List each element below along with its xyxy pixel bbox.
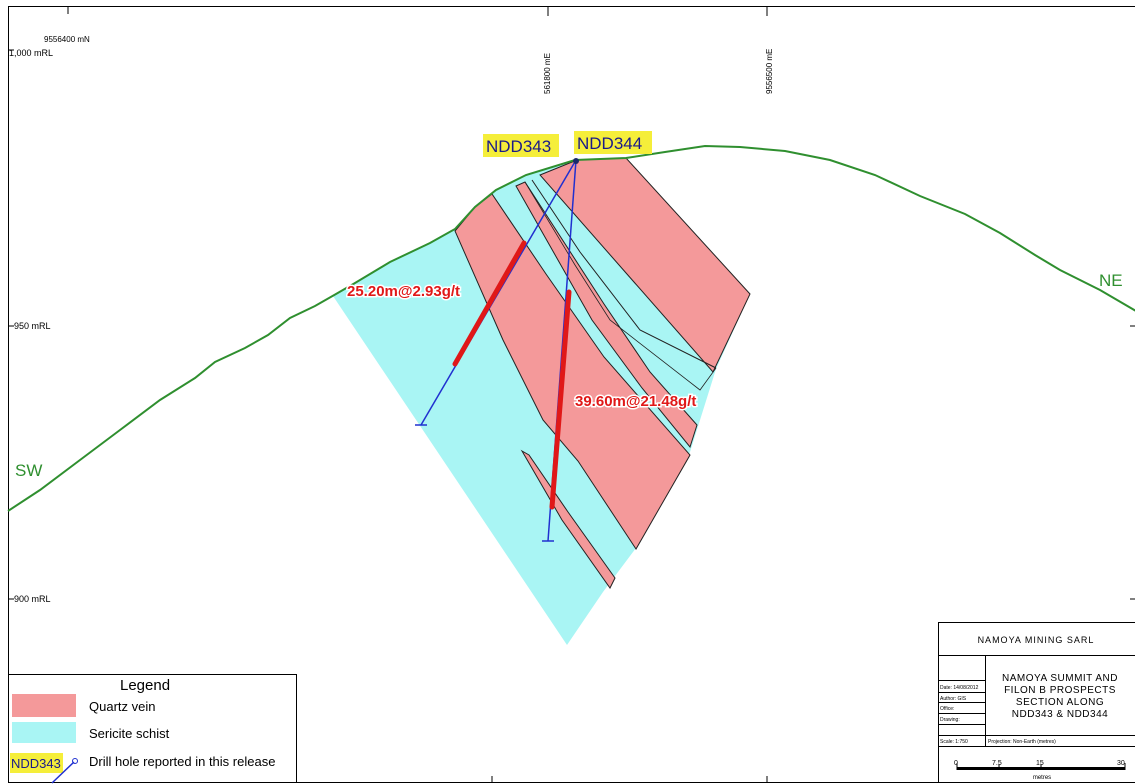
quartz-vein-stringer-2	[520, 449, 616, 589]
intercept-label-ndd344: 39.60m@21.48g/t	[575, 393, 696, 410]
legend-swatch-quartz	[12, 694, 76, 717]
legend-drill-marker	[72, 758, 78, 764]
field-office: Office:	[940, 706, 954, 712]
elevation-label-900: 900 mRL	[14, 594, 51, 604]
elevation-label-950: 950 mRL	[14, 321, 51, 331]
drill-label-ndd343: NDD343	[486, 137, 551, 156]
legend-label-schist: Sericite schist	[89, 726, 170, 741]
legend-label-quartz: Quartz vein	[89, 699, 155, 714]
legend-drill-tag-text: NDD343	[11, 756, 61, 771]
title-block: NAMOYA MINING SARL Date: 14/08/2012 Auth…	[938, 622, 1135, 783]
field-drawing: Drawing:	[940, 717, 960, 723]
scale-label-30: 30	[1117, 760, 1125, 767]
elevation-label-1000: 1,000 mRL	[9, 48, 53, 58]
title-line-1: NAMOYA SUMMIT AND	[1002, 673, 1118, 684]
collar-marker	[573, 158, 579, 164]
scale-label-15: 15	[1036, 760, 1044, 767]
legend-drill-tag	[10, 753, 63, 773]
legend-drill-line	[51, 761, 75, 784]
map-frame	[8, 6, 1135, 783]
field-projection: Projection: Non-Earth (metres)	[988, 739, 1056, 745]
scale-label-7-5: 7.5	[992, 760, 1002, 767]
scale-label-0: 0	[954, 760, 958, 767]
drill-label-ndd344: NDD344	[577, 134, 642, 153]
intercept-ndd344	[549, 289, 572, 510]
direction-label-sw: SW	[15, 461, 42, 480]
legend-title: Legend	[120, 677, 170, 694]
contact-line	[531, 179, 717, 369]
title-line-3: SECTION ALONG	[1016, 697, 1104, 708]
field-author: Author: GIS	[940, 696, 967, 702]
label-highlight	[574, 131, 652, 154]
field-scale: Scale: 1:750	[940, 739, 968, 745]
direction-label-ne: NE	[1099, 271, 1123, 290]
company-name: NAMOYA MINING SARL	[978, 635, 1095, 645]
intercept-label-ndd343: 25.20m@2.93g/t	[347, 283, 460, 300]
field-date: Date: 14/08/2012	[940, 685, 979, 691]
intercept-ndd343	[452, 240, 527, 367]
label-highlight	[483, 134, 559, 157]
legend: Legend Quartz vein Sericite schist NDD34…	[8, 674, 297, 784]
title-line-2: FILON B PROSPECTS	[1004, 685, 1116, 696]
topography-line	[7, 144, 1135, 512]
contact-line	[524, 181, 717, 391]
title-line-4: NDD343 & NDD344	[1012, 709, 1108, 720]
legend-swatch-schist	[12, 722, 76, 743]
easting-label-2: 9556500 mE	[765, 49, 774, 94]
quartz-vein-body-upper	[539, 157, 751, 373]
northing-label: 9556400 mN	[44, 35, 90, 44]
easting-label-1: 561800 mE	[543, 53, 552, 94]
scale-unit: metres	[1033, 775, 1051, 781]
legend-label-drill: Drill hole reported in this release	[89, 754, 275, 769]
